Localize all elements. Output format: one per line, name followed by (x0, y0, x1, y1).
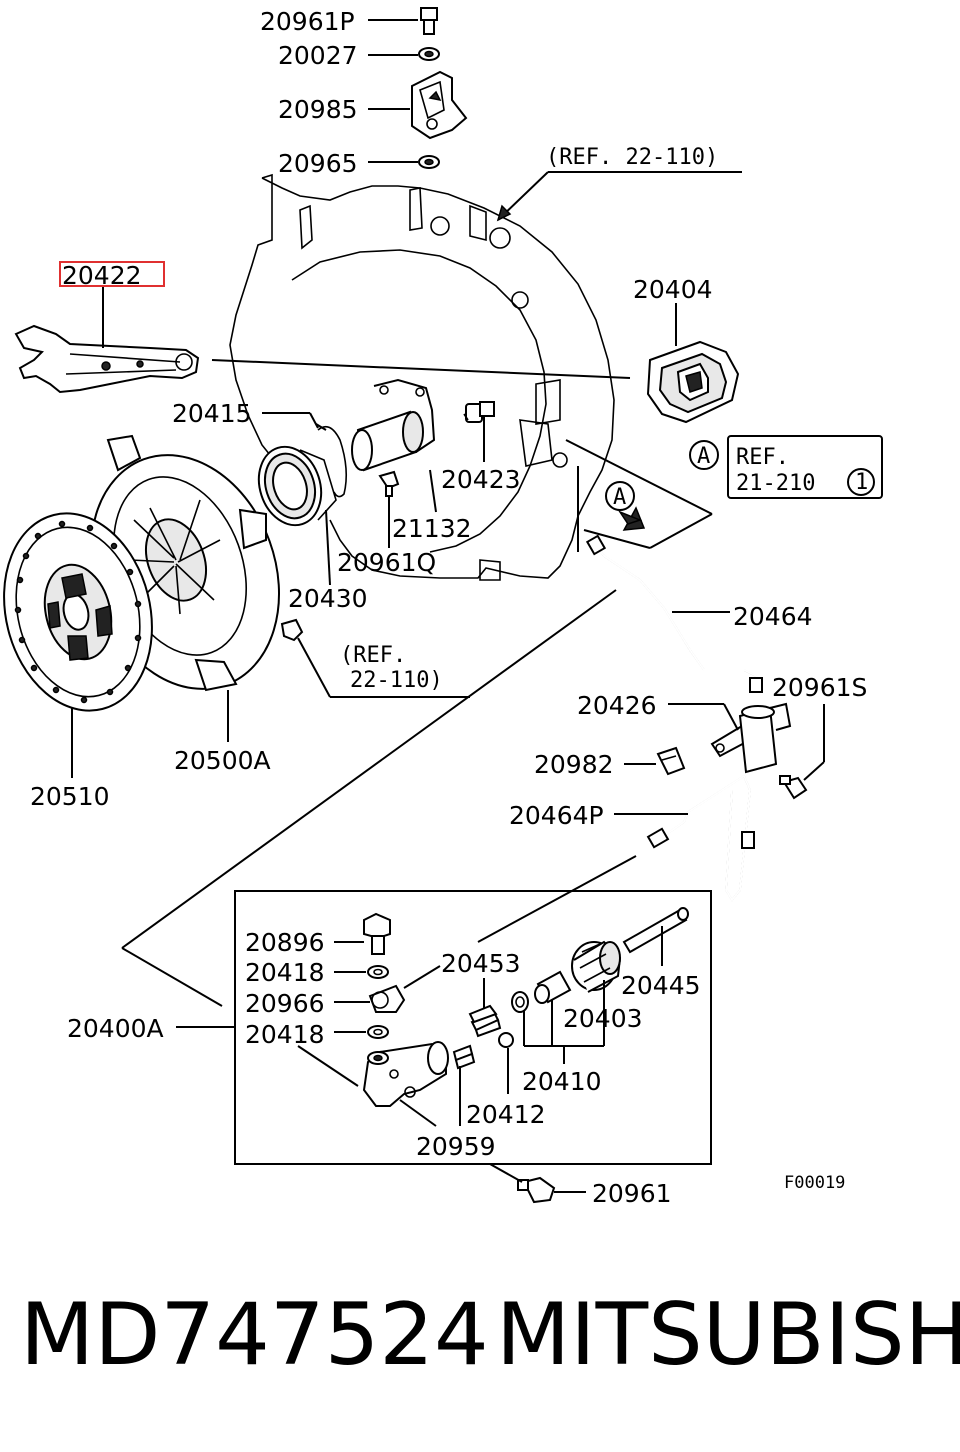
ref-box-circle (847, 468, 875, 496)
part-number: MD747524 (20, 1285, 489, 1385)
pivot-stud-part (463, 401, 495, 423)
bracket-bolt-part (779, 775, 808, 800)
label-20403: 20403 (563, 1004, 643, 1033)
label-20415: 20415 (172, 399, 252, 428)
label-20418-lower: 20418 (245, 1020, 325, 1049)
label-20422: 20422 (62, 261, 142, 290)
brand-name: MITSUBISHI (496, 1285, 960, 1385)
gasket-lower-part (367, 1025, 389, 1039)
push-rod-part (622, 907, 689, 954)
ref-mid-line2: 22-110) (350, 668, 443, 693)
marker-a2-circle (605, 481, 635, 511)
clutch-pipe-part (585, 534, 763, 693)
retainer-spring-part (315, 423, 348, 498)
label-20500A: 20500A (174, 746, 271, 775)
clutch-disc-part (3, 512, 153, 712)
front-bearing-retainer-part (351, 378, 436, 472)
footer: MD747524 MITSUBISHI (0, 1285, 960, 1395)
ref-box (727, 435, 883, 499)
pipe-clip-part (656, 746, 686, 776)
cylinder-boot-part (571, 940, 622, 993)
label-20965: 20965 (278, 149, 358, 178)
label-20430: 20430 (288, 584, 368, 613)
union-bolt-part (368, 984, 406, 1013)
label-20426: 20426 (577, 691, 657, 720)
label-20464: 20464 (733, 602, 813, 631)
label-20982: 20982 (534, 750, 614, 779)
label-20966: 20966 (245, 989, 325, 1018)
dust-boot-part (646, 340, 740, 424)
small-spring-part (452, 1044, 476, 1070)
label-20404: 20404 (633, 275, 713, 304)
label-20423: 20423 (441, 465, 521, 494)
bracket-part (411, 70, 468, 140)
ref-mid-line1: (REF. (340, 643, 406, 668)
lower-washer-part (418, 155, 440, 169)
highlight-box (59, 261, 165, 287)
label-20985: 20985 (278, 95, 358, 124)
snap-ring-part (498, 1032, 514, 1048)
label-20464P: 20464P (509, 801, 604, 830)
label-20418-upper: 20418 (245, 958, 325, 987)
release-fork-part (14, 324, 200, 394)
label-20445: 20445 (621, 971, 701, 1000)
marker-a-circle (689, 440, 719, 470)
label-20896: 20896 (245, 928, 325, 957)
gasket-upper-part (367, 965, 389, 979)
cylinder-mount-bolt-part (517, 1176, 556, 1204)
ref-top-text: (REF. 22-110) (546, 145, 718, 170)
piston-part (511, 970, 572, 1013)
label-20959: 20959 (416, 1132, 496, 1161)
label-20412: 20412 (466, 1100, 546, 1129)
marker-a-text: A (697, 444, 710, 469)
marker-a2-text: A (613, 485, 626, 510)
ref-box-line2: 21-210 (736, 471, 815, 496)
label-20961: 20961 (592, 1179, 672, 1208)
return-spring-part (468, 1004, 502, 1038)
label-20453: 20453 (441, 949, 521, 978)
label-20027: 20027 (278, 41, 358, 70)
clutch-hose-part (646, 774, 755, 902)
label-20510: 20510 (30, 782, 110, 811)
top-washer-part (418, 47, 440, 61)
bleeder-screw-part (363, 912, 391, 955)
label-20961S: 20961S (772, 673, 867, 702)
label-20961P: 20961P (260, 7, 355, 36)
label-20400A: 20400A (67, 1014, 164, 1043)
ref-box-line1: REF. (736, 445, 789, 470)
ref-box-circle-text: 1 (855, 470, 868, 495)
label-20961Q: 20961Q (337, 548, 436, 577)
release-bearing-part (257, 445, 337, 527)
label-21132: 21132 (392, 514, 472, 543)
label-20410: 20410 (522, 1067, 602, 1096)
figure-code: F00019 (784, 1173, 845, 1193)
transmission-housing-part (229, 173, 615, 581)
cover-bolt-part (378, 470, 400, 497)
dowel-pin-part (280, 618, 304, 642)
release-cylinder-body-part (362, 1041, 449, 1107)
top-bolt-part (420, 7, 438, 35)
pipe-bracket-part (710, 702, 792, 774)
